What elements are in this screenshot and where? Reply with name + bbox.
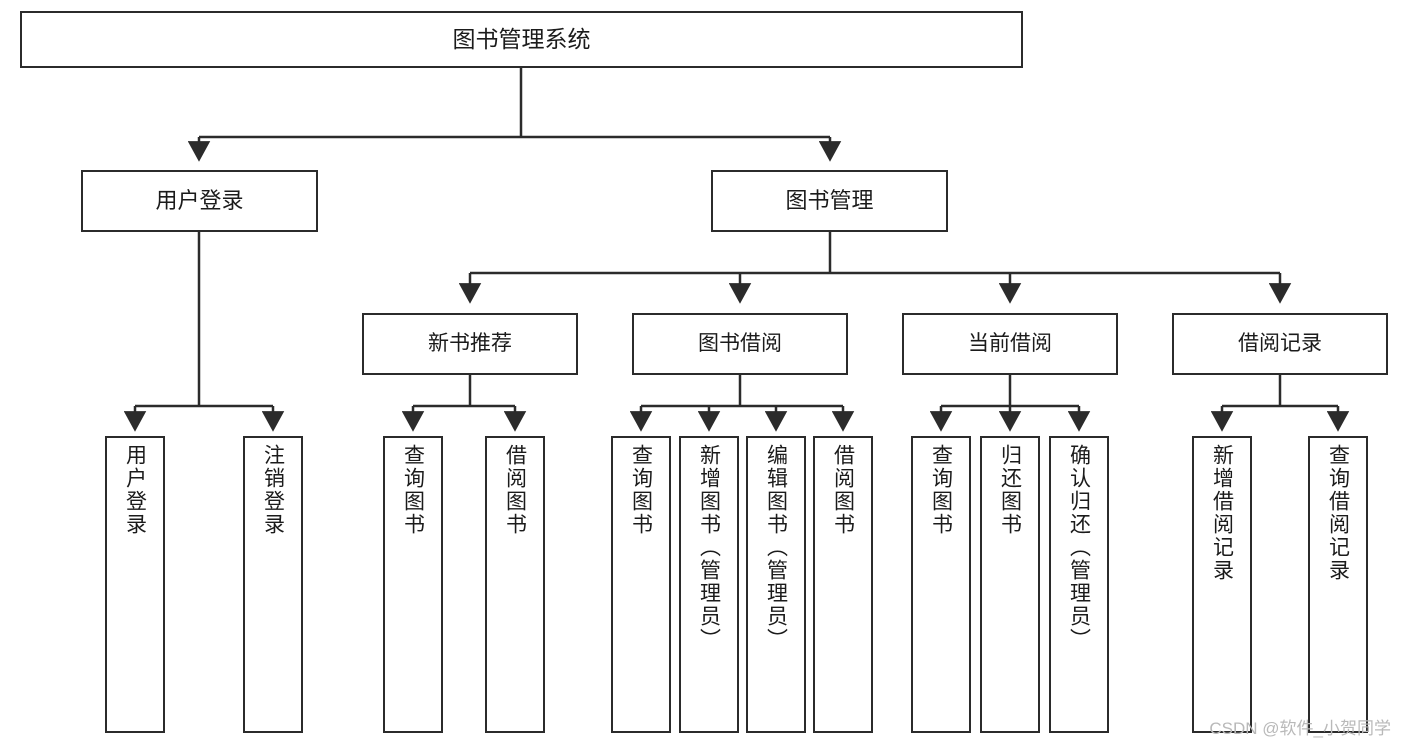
node-label: 借阅图书 <box>831 444 855 536</box>
node-label: 图书管理系统 <box>452 25 591 52</box>
node-label: 新增图书（管理员） <box>697 444 721 651</box>
node-borrow-record[interactable]: 借阅记录 <box>1172 313 1388 375</box>
leaf-current-confirm-return-admin[interactable]: 确认归还（管理员） <box>1049 436 1109 733</box>
node-label: 查询图书 <box>401 444 425 536</box>
leaf-borrow-query-book[interactable]: 查询图书 <box>611 436 671 733</box>
node-label: 图书管理 <box>785 188 874 214</box>
node-label: 归还图书 <box>998 444 1022 536</box>
node-label: 查询图书 <box>929 444 953 536</box>
node-user-login[interactable]: 用户登录 <box>81 170 318 232</box>
leaf-record-query-record[interactable]: 查询借阅记录 <box>1308 436 1368 733</box>
node-label: 新书推荐 <box>428 331 512 355</box>
node-label: 当前借阅 <box>968 331 1052 355</box>
node-label: 借阅图书 <box>503 444 527 536</box>
node-label: 图书借阅 <box>698 331 782 355</box>
leaf-recommend-borrow-book[interactable]: 借阅图书 <box>485 436 545 733</box>
node-label: 借阅记录 <box>1238 331 1322 355</box>
node-label: 用户登录 <box>123 444 147 536</box>
leaf-recommend-query-book[interactable]: 查询图书 <box>383 436 443 733</box>
node-root-system[interactable]: 图书管理系统 <box>20 11 1023 68</box>
node-label: 注销登录 <box>261 444 285 536</box>
leaf-borrow-add-book-admin[interactable]: 新增图书（管理员） <box>679 436 739 733</box>
leaf-user-logout[interactable]: 注销登录 <box>243 436 303 733</box>
node-label: 用户登录 <box>155 188 244 214</box>
node-label: 新增借阅记录 <box>1210 444 1234 582</box>
watermark-text: CSDN @软件_小贺同学 <box>1209 719 1391 738</box>
node-new-book-recommend[interactable]: 新书推荐 <box>362 313 578 375</box>
node-label: 查询借阅记录 <box>1326 444 1350 582</box>
node-label: 确认归还（管理员） <box>1067 444 1091 651</box>
leaf-user-login[interactable]: 用户登录 <box>105 436 165 733</box>
node-book-borrow[interactable]: 图书借阅 <box>632 313 848 375</box>
node-book-management[interactable]: 图书管理 <box>711 170 948 232</box>
leaf-current-query-book[interactable]: 查询图书 <box>911 436 971 733</box>
leaf-current-return-book[interactable]: 归还图书 <box>980 436 1040 733</box>
leaf-record-add-record[interactable]: 新增借阅记录 <box>1192 436 1252 733</box>
leaf-borrow-edit-book-admin[interactable]: 编辑图书（管理员） <box>746 436 806 733</box>
node-current-borrow[interactable]: 当前借阅 <box>902 313 1118 375</box>
node-label: 查询图书 <box>629 444 653 536</box>
node-label: 编辑图书（管理员） <box>764 444 788 651</box>
leaf-borrow-borrow-book[interactable]: 借阅图书 <box>813 436 873 733</box>
